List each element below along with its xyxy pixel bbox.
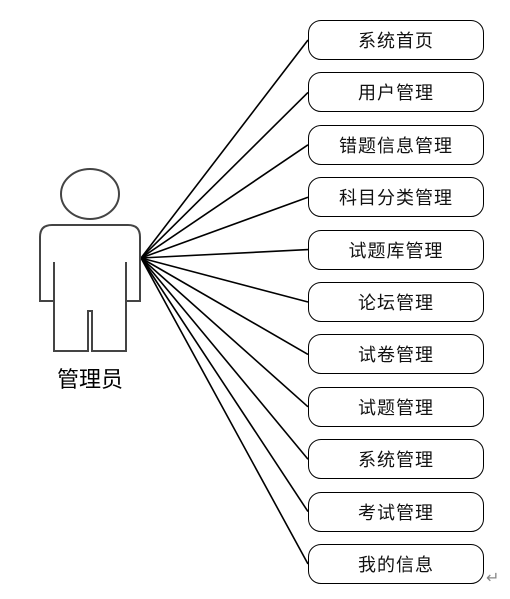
actor-figure: [39, 168, 141, 352]
use-case-box: 论坛管理: [308, 282, 484, 322]
use-case-box: 试题库管理: [308, 229, 484, 270]
use-case-box: 系统首页: [308, 20, 484, 60]
connector-line: [140, 248, 309, 259]
connector-line: [140, 257, 309, 303]
use-case-box: 考试管理: [308, 491, 484, 532]
connector-line: [140, 257, 309, 460]
connector-line: [140, 91, 309, 259]
use-case-box: 错题信息管理: [308, 124, 484, 165]
actor-label: 管理员: [56, 368, 123, 393]
connector-lines: [140, 39, 309, 565]
actor-body: [39, 224, 141, 352]
connector-line: [140, 144, 309, 259]
actor-head: [60, 168, 120, 220]
use-case-box: 试卷管理: [308, 334, 484, 375]
connector-line: [140, 257, 309, 356]
paragraph-mark: ↵: [486, 568, 500, 587]
use-case-box: 系统管理: [308, 439, 484, 480]
connector-line: [140, 257, 309, 513]
connector-line: [140, 257, 309, 408]
use-case-box: 我的信息: [308, 544, 484, 584]
connector-line: [140, 257, 309, 565]
connector-line: [140, 39, 309, 259]
use-case-box: 试题管理: [308, 386, 484, 427]
connector-line: [140, 196, 309, 259]
use-case-box: 科目分类管理: [308, 177, 484, 218]
use-case-box: 用户管理: [308, 72, 484, 113]
